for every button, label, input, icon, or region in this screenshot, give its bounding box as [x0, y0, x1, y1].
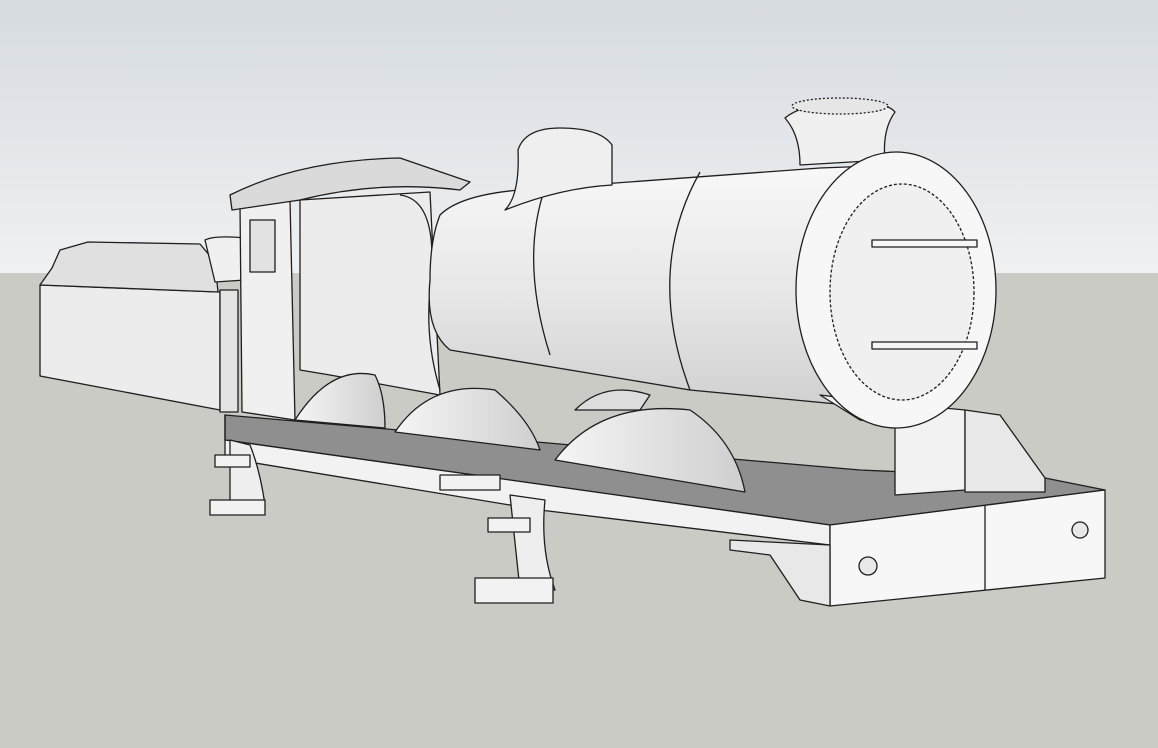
- boiler-band: [669, 171, 701, 391]
- smokebox: [795, 151, 1046, 496]
- boiler-band: [533, 187, 551, 356]
- firebox: [299, 191, 441, 396]
- buffer-hole-right: [1071, 521, 1089, 539]
- tender: [39, 236, 246, 413]
- chimney-top: [791, 97, 889, 115]
- steam-dome: [504, 127, 613, 211]
- door-hinge-bottom: [871, 341, 978, 350]
- cab-window: [249, 219, 276, 273]
- boiler: [428, 164, 901, 411]
- cab: [229, 157, 471, 421]
- smokebox-door: [829, 183, 975, 401]
- door-hinge-top: [871, 239, 978, 248]
- splashers: [294, 372, 746, 493]
- frame: [209, 414, 1106, 607]
- buffer-hole-left: [858, 556, 878, 576]
